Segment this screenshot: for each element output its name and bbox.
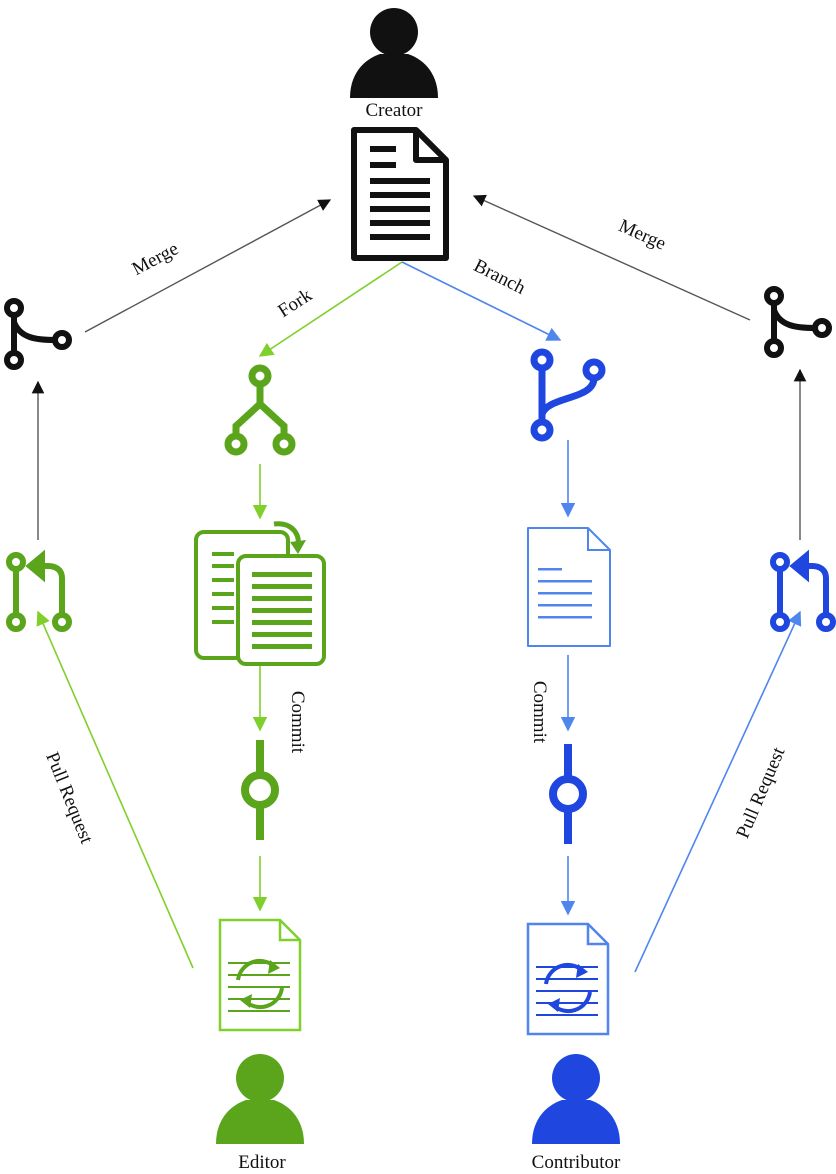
branch-label: Branch — [470, 255, 529, 299]
fork-icon — [224, 364, 296, 456]
commit-icon — [549, 744, 587, 844]
merge-icon — [4, 298, 72, 370]
document-icon — [351, 127, 449, 261]
pull-request-icon — [770, 549, 836, 632]
merge-right-label: Merge — [615, 215, 669, 254]
person-icon — [216, 1054, 304, 1144]
branch-arrow — [401, 261, 562, 341]
merge-left-arrow — [84, 199, 332, 333]
contributor-label: Contributor — [532, 1152, 621, 1173]
document-icon — [527, 527, 611, 647]
creator-label: Creator — [366, 100, 424, 121]
pull-request-right-label: Pull Request — [732, 744, 789, 842]
pull-request-icon — [6, 549, 72, 632]
person-icon — [350, 8, 438, 98]
commit-icon — [241, 740, 279, 840]
person-icon — [532, 1054, 620, 1144]
branch-icon — [530, 348, 606, 442]
pull-request-left-label: Pull Request — [41, 749, 97, 847]
fork-label: Fork — [274, 285, 316, 322]
contributor-pull-request-arrow — [634, 610, 802, 973]
copy-documents-icon — [194, 521, 326, 666]
merge-left-label: Merge — [129, 238, 182, 280]
merge-icon — [764, 286, 832, 358]
commit-left-label: Commit — [287, 691, 308, 754]
sync-document-icon — [526, 922, 610, 1036]
commit-right-label: Commit — [529, 681, 550, 744]
editor-label: Editor — [238, 1152, 286, 1173]
sync-document-icon — [218, 918, 302, 1032]
merge-right-arrow — [472, 194, 751, 321]
connectors — [31, 194, 807, 973]
fork-arrow — [258, 261, 403, 357]
editor-pull-request-arrow — [36, 610, 194, 969]
